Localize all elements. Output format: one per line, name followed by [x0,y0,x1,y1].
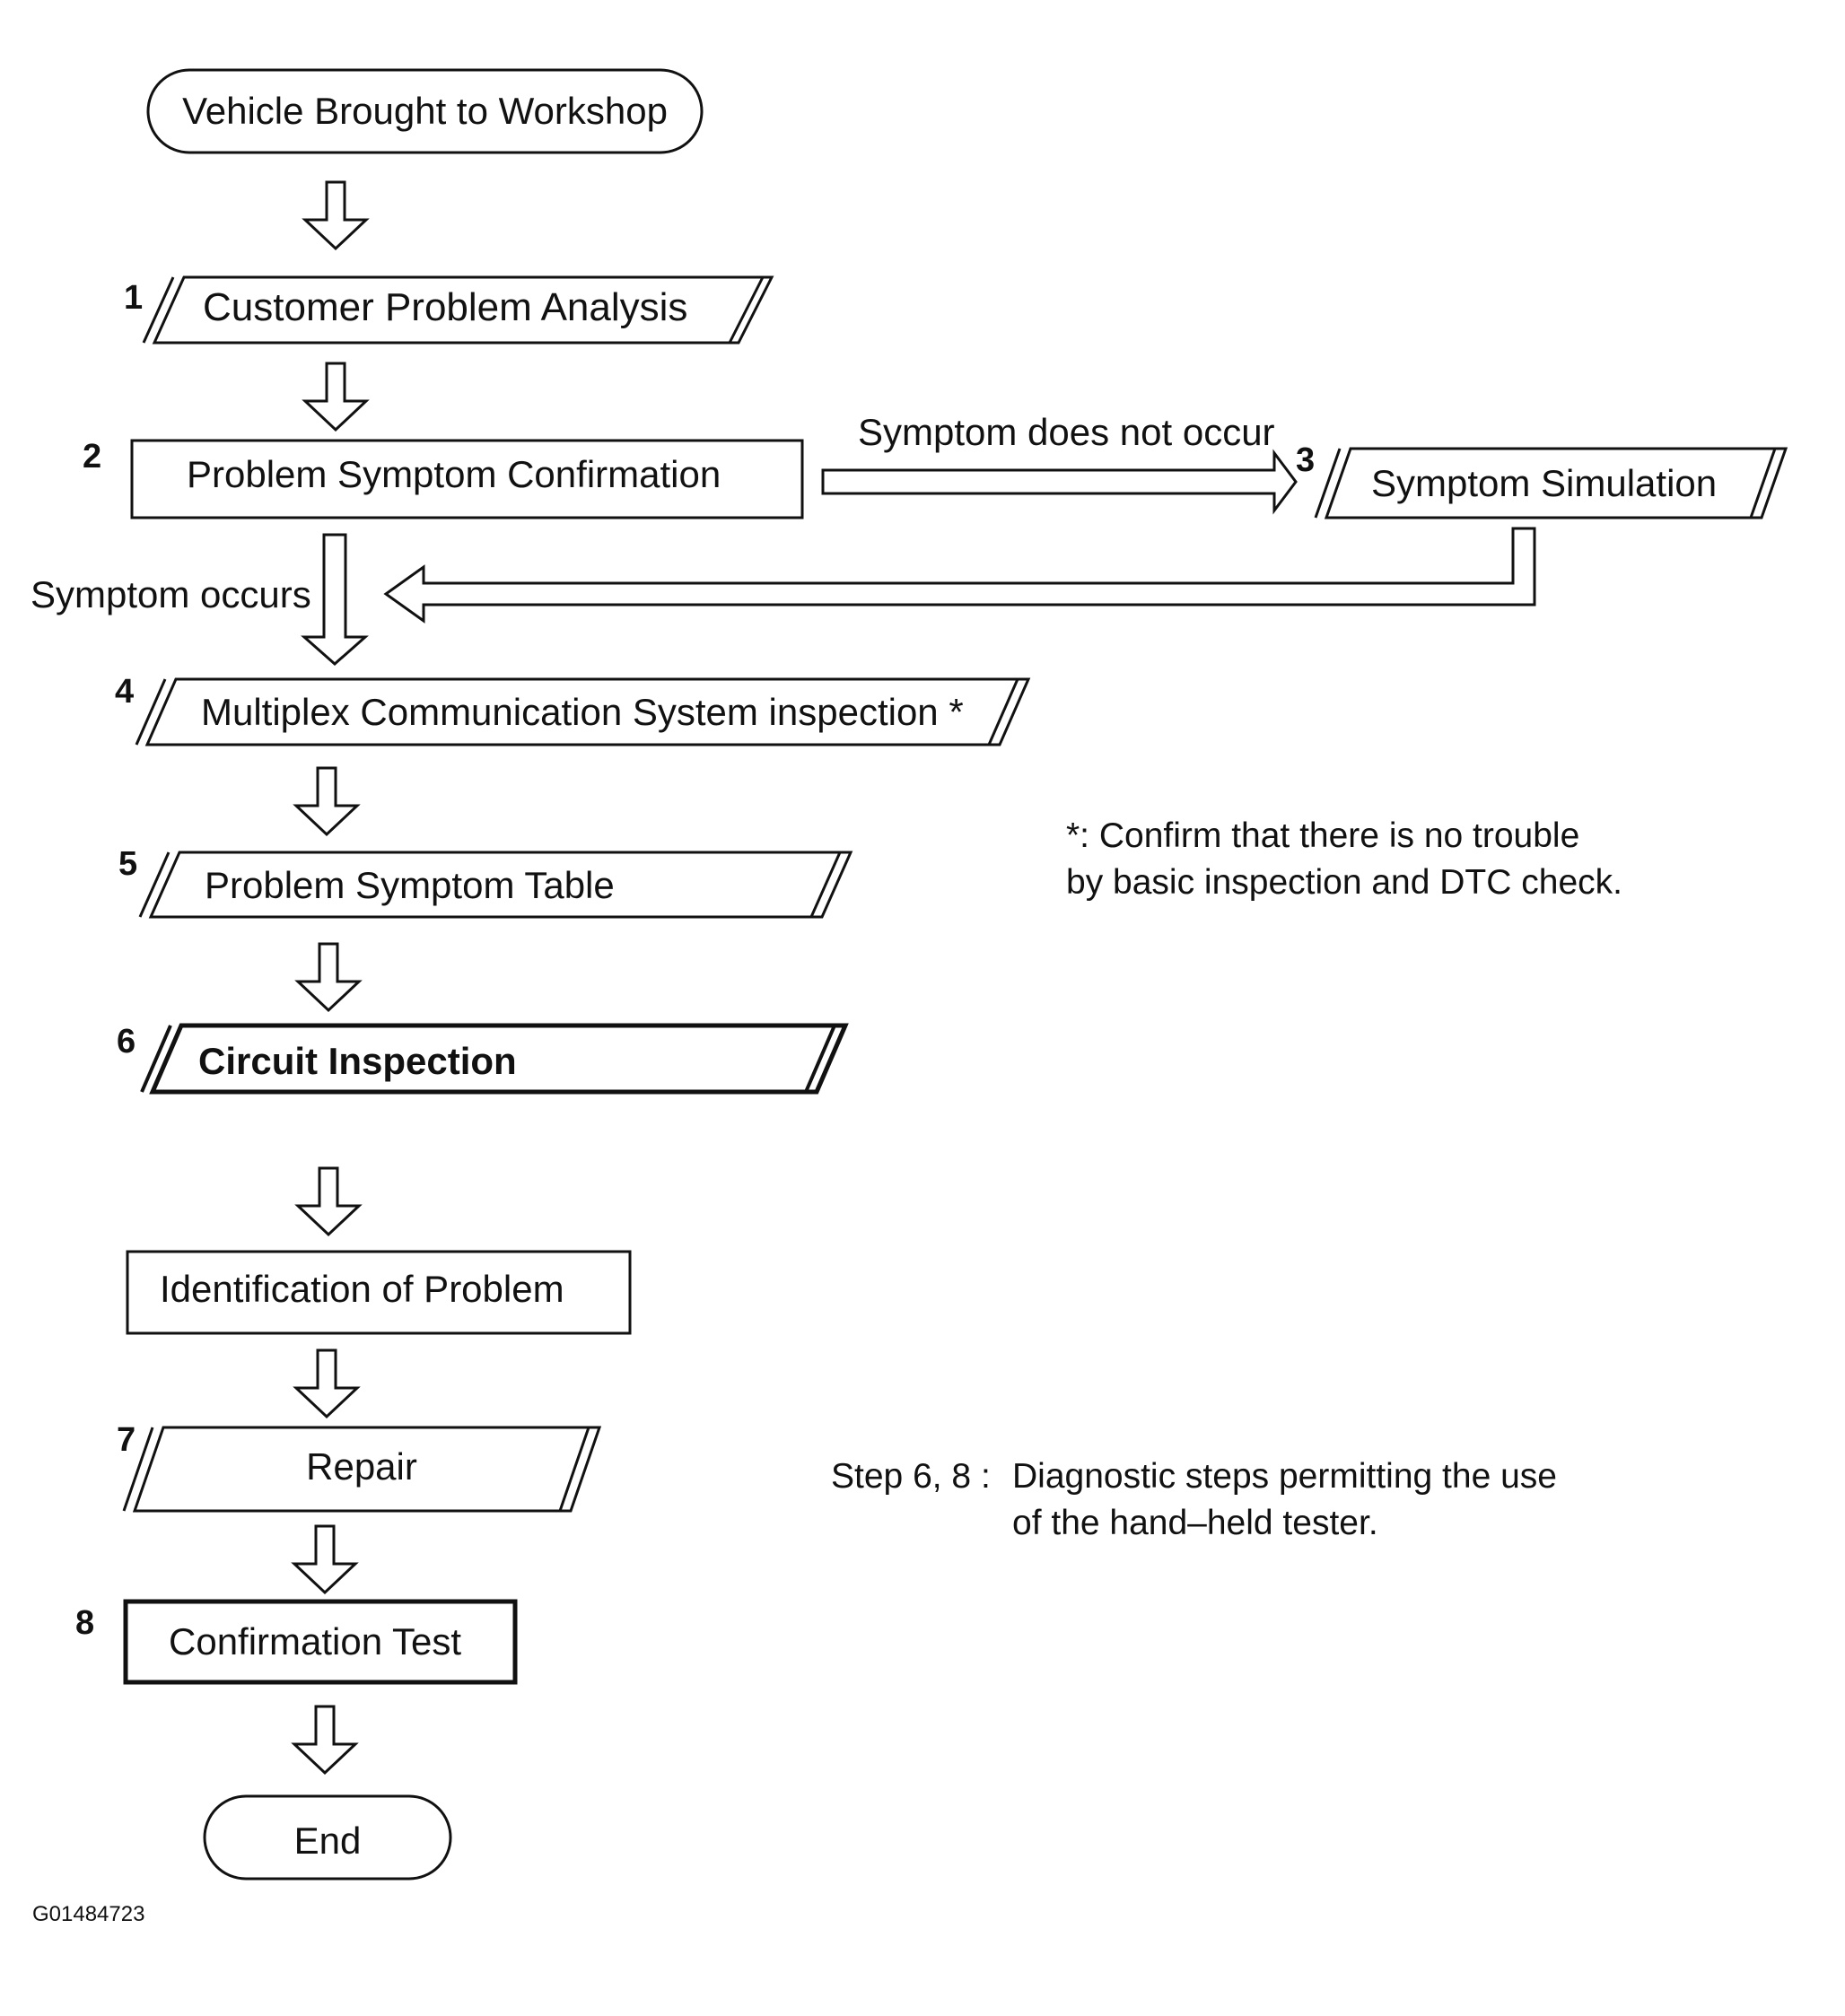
steps-note-line2: of the hand–held tester. [1012,1504,1378,1542]
step2-shape [130,439,804,519]
step1-label: Customer Problem Analysis [203,285,688,329]
arrow-down-icon [296,1166,361,1236]
step6-number: 6 [117,1023,136,1060]
step1-number: 1 [124,279,144,317]
start-label: Vehicle Brought to Workshop [182,90,668,132]
arrow-right-icon [821,449,1298,515]
step3-label: Symptom Simulation [1371,462,1718,504]
end-label: End [293,1820,362,1862]
step2-number: 2 [83,438,102,476]
step5-number: 5 [118,845,138,883]
step3-shape [1314,447,1788,519]
step1-shape [142,275,774,345]
arrow-down-long-icon [301,533,369,667]
step6-label: Circuit Inspection [198,1040,517,1082]
step8-number: 8 [75,1604,95,1642]
arrow-down-icon [294,1348,359,1418]
identification-shape [126,1250,632,1335]
step4-shape [135,677,1031,746]
steps-note-line1: Diagnostic steps permitting the use [1012,1457,1557,1496]
steps-note-prefix: Step 6, 8 : [831,1457,991,1496]
step4-label: Multiplex Communication System inspectio… [201,691,964,733]
step7-shape [122,1426,602,1513]
step5-shape [138,851,853,919]
symptom-occurs-label: Symptom occurs [31,573,311,615]
identification-label: Identification of Problem [160,1268,564,1310]
symptom-not-occur-label: Symptom does not occur [858,411,1275,453]
step8-label: Confirmation Test [169,1620,462,1663]
step8-shape [123,1599,518,1685]
step3-number: 3 [1296,441,1316,479]
arrow-down-icon [303,180,368,250]
asterisk-note-line2: by basic inspection and DTC check. [1066,863,1622,902]
arrow-down-icon [293,1705,357,1775]
asterisk-note-line1: *: Confirm that there is no trouble [1066,816,1580,855]
step7-number: 7 [117,1421,136,1459]
asterisk-note: *: Confirm that there is no trouble by b… [1066,813,1622,906]
end-terminal-shape [203,1794,452,1881]
step6-shape [140,1023,849,1095]
arrow-return-icon [383,527,1536,624]
arrow-down-icon [294,766,359,836]
arrow-down-icon [293,1524,357,1594]
step2-label: Problem Symptom Confirmation [187,453,721,495]
arrow-down-icon [303,362,368,432]
figure-id: G01484723 [32,1902,145,1926]
step5-label: Problem Symptom Table [205,864,615,906]
step4-number: 4 [115,673,135,711]
step7-label: Repair [306,1445,417,1488]
arrow-down-icon [296,942,361,1012]
steps-note: Diagnostic steps permitting the use of t… [1012,1453,1557,1547]
start-terminal-shape [146,68,704,154]
